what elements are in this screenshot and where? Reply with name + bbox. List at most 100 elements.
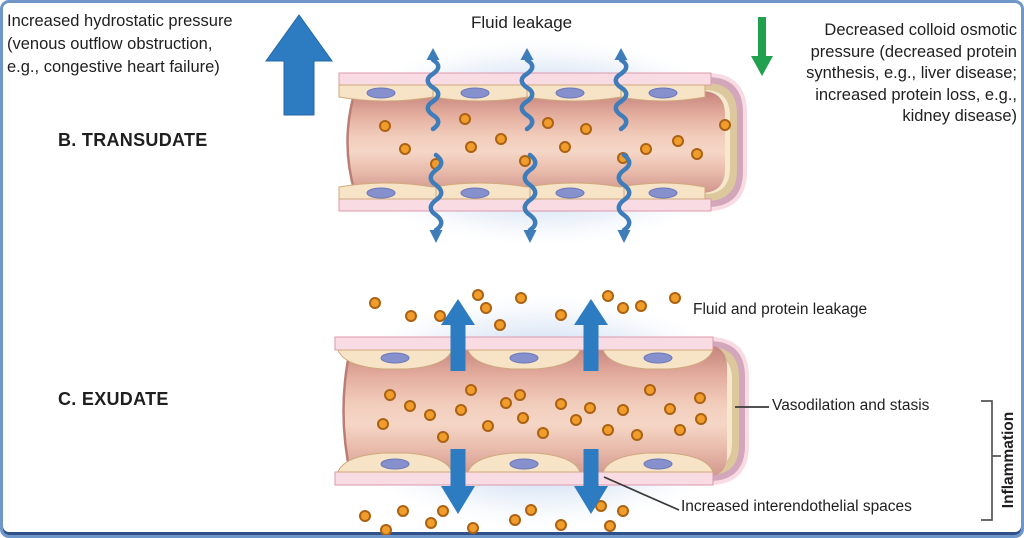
callout-pointers — [603, 400, 1001, 521]
protein-dot — [674, 424, 686, 436]
protein-dot — [694, 392, 706, 404]
fluid-protein-leakage-label: Fluid and protein leakage — [693, 301, 868, 318]
protein-dot — [559, 141, 571, 153]
diagram-canvas — [265, 14, 1001, 535]
protein-dot — [537, 427, 549, 439]
endothelial-nucleus — [460, 187, 490, 199]
vasodilation-label: Vasodilation and stasis — [772, 397, 930, 414]
endothelial-nucleus — [648, 87, 678, 99]
protein-dot — [669, 292, 681, 304]
fluid-wavy-arrow-icon — [613, 57, 629, 132]
protein-dot — [424, 409, 436, 421]
endothelial-nucleus — [380, 458, 410, 470]
fluid-wavy-arrow-icon — [616, 152, 632, 233]
protein-dot — [664, 403, 676, 415]
endothelial-nucleus — [380, 352, 410, 364]
note-line: kidney disease) — [902, 107, 1017, 125]
endothelial-nucleus — [555, 87, 585, 99]
protein-dot — [380, 524, 392, 535]
protein-dot — [359, 510, 371, 522]
endothelial-nucleus — [555, 187, 585, 199]
protein-dot — [555, 309, 567, 321]
protein-dot — [517, 412, 529, 424]
protein-dot — [405, 310, 417, 322]
transudate-vessel — [331, 38, 755, 246]
protein-dot — [467, 522, 479, 534]
protein-dot — [719, 119, 731, 131]
protein-dot — [384, 389, 396, 401]
protein-dot — [580, 123, 592, 135]
protein-dot — [434, 310, 446, 322]
osmotic-note: Decreased colloid osmotic pressure (decr… — [806, 20, 1017, 128]
protein-dot — [617, 404, 629, 416]
protein-dot — [672, 135, 684, 147]
transudate-panel-label: B. TRANSUDATE — [58, 130, 208, 150]
endothelial-nucleus — [643, 352, 673, 364]
protein-dot — [570, 414, 582, 426]
endothelial-nucleus — [509, 458, 539, 470]
protein-dot — [455, 404, 467, 416]
protein-dot — [542, 117, 554, 129]
protein-dot — [465, 384, 477, 396]
protein-dot — [514, 389, 526, 401]
protein-dot — [404, 400, 416, 412]
protein-dot — [494, 319, 506, 331]
protein-dot — [595, 500, 607, 512]
fluid-wavy-arrow-icon — [428, 152, 444, 233]
note-line: Increased hydrostatic pressure — [7, 12, 233, 30]
hydrostatic-pressure-arrow-icon — [265, 14, 333, 116]
protein-dot — [437, 505, 449, 517]
protein-dot — [425, 517, 437, 529]
protein-dot — [602, 424, 614, 436]
hydrostatic-note: Increased hydrostatic pressure (venous o… — [7, 10, 233, 79]
interendothelial-spaces-label: Increased interendothelial spaces — [681, 498, 912, 515]
pointer-line — [603, 476, 680, 511]
note-line: pressure (decreased protein — [810, 42, 1017, 61]
protein-dot — [604, 520, 616, 532]
protein-dot — [437, 431, 449, 443]
protein-dot — [399, 143, 411, 155]
protein-dot — [459, 113, 471, 125]
note-line: e.g., congestive heart failure) — [7, 58, 220, 76]
endothelial-nucleus — [366, 187, 396, 199]
protein-dot — [617, 302, 629, 314]
note-line: synthesis, e.g., liver disease; — [806, 64, 1017, 82]
protein-dot — [644, 384, 656, 396]
endothelial-nucleus — [648, 187, 678, 199]
protein-dot — [691, 148, 703, 160]
osmotic-pressure-arrow-icon — [751, 17, 773, 76]
endothelial-nucleus — [643, 458, 673, 470]
protein-dot — [472, 289, 484, 301]
protein-dot — [509, 514, 521, 526]
protein-dot — [495, 133, 507, 145]
protein-dot — [584, 402, 596, 414]
protein-dot — [397, 505, 409, 517]
protein-dot — [519, 155, 531, 167]
protein-dot — [525, 504, 537, 516]
protein-dot — [482, 420, 494, 432]
endothelial-nucleus — [366, 87, 396, 99]
protein-dot — [480, 302, 492, 314]
exudate-panel-label: C. EXUDATE — [58, 389, 169, 409]
exudate-vessel — [327, 289, 755, 535]
inflammation-bracket — [981, 400, 1001, 521]
protein-dot — [379, 120, 391, 132]
endothelial-nucleus — [509, 352, 539, 364]
protein-dot — [695, 413, 707, 425]
fluid-wavy-arrow-icon — [519, 57, 535, 132]
protein-dot — [465, 141, 477, 153]
protein-dot — [617, 505, 629, 517]
note-line: Decreased colloid osmotic — [824, 21, 1017, 39]
protein-dot — [369, 297, 381, 309]
protein-dot — [631, 429, 643, 441]
protein-dot — [640, 143, 652, 155]
protein-dot — [377, 418, 389, 430]
protein-dot — [515, 292, 527, 304]
fluid-wavy-arrow-icon — [522, 152, 538, 233]
fluid-leakage-label: Fluid leakage — [471, 13, 573, 32]
protein-dot — [602, 290, 614, 302]
fluid-wavy-arrow-icon — [425, 57, 441, 132]
inflammation-label: Inflammation — [1000, 411, 1017, 509]
protein-dot — [555, 398, 567, 410]
